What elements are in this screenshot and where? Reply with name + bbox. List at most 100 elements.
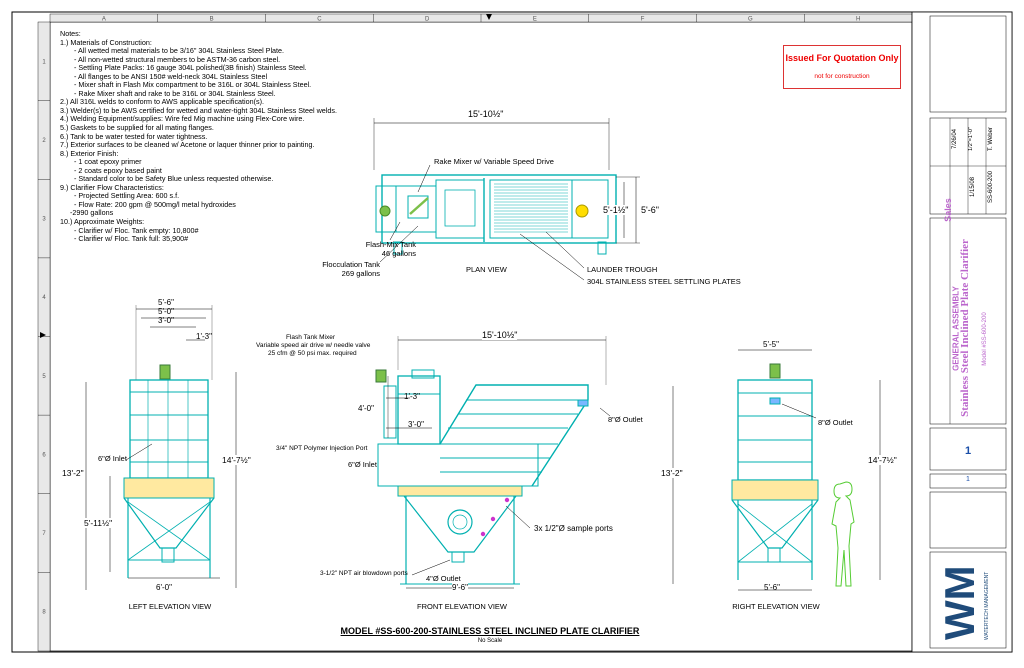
column-label: D bbox=[425, 17, 430, 23]
note-line: 2.) All 316L welds to conform to AWS app… bbox=[60, 97, 265, 107]
note-line: 3.) Welder(s) to be AWS certified for we… bbox=[60, 105, 337, 115]
tb-product: Stainless Steel Inclined Plate Clarifier bbox=[959, 239, 971, 417]
tb-dwg-number: 1 bbox=[964, 445, 972, 457]
note-line: 5.) Gaskets to be supplied for all matin… bbox=[60, 123, 214, 133]
left-view-label: LEFT ELEVATION VIEW bbox=[128, 602, 212, 611]
column-label: H bbox=[856, 17, 860, 23]
note-line: 10.) Approximate Weights: bbox=[60, 217, 145, 227]
tb-rev-date: 1/15/08 bbox=[970, 176, 976, 198]
front-dim-13: 1'-3" bbox=[404, 392, 420, 401]
plan-dim-width-outer: 5'-6" bbox=[641, 205, 659, 215]
front-dim-top: 15'-10½" bbox=[482, 330, 518, 340]
note-line: 7.) Exterior surfaces to be cleaned w/ A… bbox=[60, 140, 315, 150]
front-outlet-bottom-label: 4"Ø Outlet bbox=[426, 574, 461, 583]
mixer-desc-2: 25 cfm @ 50 psi max. required bbox=[268, 350, 357, 357]
front-dim-height: 13'-2" bbox=[661, 468, 683, 478]
left-dim-3: 1'-3" bbox=[196, 332, 212, 341]
sample-ports-label: 3x 1/2"Ø sample ports bbox=[534, 524, 613, 533]
plan-view-label: PLAN VIEW bbox=[466, 265, 507, 274]
settling-plates-label: 304L STAINLESS STEEL SETTLING PLATES bbox=[587, 277, 741, 286]
drawing-scale: No Scale bbox=[477, 638, 503, 644]
row-label: 8 bbox=[42, 610, 46, 616]
front-inlet-label: 6"Ø Inlet bbox=[348, 460, 377, 469]
left-dim-4: 13'-2" bbox=[62, 468, 84, 478]
right-view-label: RIGHT ELEVATION VIEW bbox=[732, 602, 820, 611]
note-line: 6.) Tank to be water tested for water ti… bbox=[60, 131, 208, 141]
column-label: B bbox=[210, 17, 214, 23]
right-outlet-label: 8"Ø Outlet bbox=[818, 418, 853, 427]
note-line: 8.) Exterior Finish: bbox=[60, 148, 119, 158]
row-label: 2 bbox=[42, 138, 46, 144]
note-line: - Settling Plate Packs: 16 gauge 304L po… bbox=[74, 63, 307, 73]
note-line: 1.) Materials of Construction: bbox=[60, 37, 152, 47]
note-line: - 1 coat epoxy primer bbox=[74, 157, 142, 167]
column-label: G bbox=[748, 17, 753, 23]
company-logo-icon: WM bbox=[936, 565, 983, 640]
note-line: - Mixer shaft in Flash Mix compartment t… bbox=[74, 80, 312, 90]
right-dim-height: 14'-7½" bbox=[868, 455, 897, 465]
front-outlet-top-label: 8"Ø Outlet bbox=[608, 415, 643, 424]
plan-dim-length: 15'-10½" bbox=[468, 109, 504, 119]
left-dim-0: 5'-6" bbox=[158, 298, 174, 307]
note-line: - All non-wetted structural members to b… bbox=[74, 54, 281, 64]
left-elevation-view bbox=[85, 305, 237, 590]
left-dim-1: 5'-0" bbox=[158, 307, 174, 316]
right-elevation-view bbox=[731, 349, 881, 591]
notes-block: Notes: 1.) Materials of Construction:- A… bbox=[60, 29, 390, 244]
row-label: 3 bbox=[42, 217, 46, 223]
column-labels: A B C D E F G H bbox=[102, 14, 860, 23]
stamp-subtitle: not for construction bbox=[814, 73, 870, 80]
note-line: - Clarifier w/ Floc. Tank empty: 10,800# bbox=[74, 225, 199, 235]
column-label: E bbox=[533, 17, 537, 23]
row-label: 6 bbox=[42, 452, 46, 458]
note-line: - Flow Rate: 200 gpm @ 500mg/l metal hyd… bbox=[74, 199, 236, 209]
mixer-desc-1: Variable speed air drive w/ needle valve bbox=[256, 342, 371, 349]
tb-scale: 1/2"=1'-0" bbox=[968, 127, 974, 151]
title-block: WM WATERTECH MANAGEMENT bbox=[911, 11, 1013, 653]
note-line: - Projected Settling Area: 600 s.f. bbox=[74, 191, 180, 201]
note-line: - Clarifier w/ Floc. Tank full: 35,900# bbox=[74, 234, 189, 244]
rake-mixer-label: Rake Mixer w/ Variable Speed Drive bbox=[434, 157, 554, 166]
right-dim-bottom: 5'-6" bbox=[764, 583, 780, 592]
front-dim-bottom: 9'-6" bbox=[452, 583, 468, 592]
column-label: F bbox=[641, 17, 645, 23]
note-line: - Rake Mixer shaft and rake to be 316L o… bbox=[74, 88, 276, 98]
svg-text:WATERTECH MANAGEMENT: WATERTECH MANAGEMENT bbox=[984, 572, 990, 640]
tb-sheet: 1 bbox=[966, 476, 970, 483]
front-dim-3: 3'-0" bbox=[408, 420, 424, 429]
front-view-label: FRONT ELEVATION VIEW bbox=[416, 602, 507, 611]
row-label: 4 bbox=[42, 295, 46, 301]
tb-sales: Sales bbox=[943, 198, 953, 222]
left-dim-7: 6'-0" bbox=[156, 583, 172, 592]
stamp-title: Issued For Quotation Only bbox=[785, 53, 899, 63]
tb-model: Model #SS-600-200 bbox=[982, 312, 988, 366]
quotation-stamp: Issued For Quotation Only not for constr… bbox=[783, 45, 901, 89]
tb-date: 7/26/04 bbox=[952, 128, 958, 150]
notes-heading: Notes: bbox=[60, 29, 81, 38]
row-label: 7 bbox=[42, 531, 46, 537]
right-dim-top: 5'-5" bbox=[763, 340, 779, 349]
note-line: - 2 coats epoxy based paint bbox=[74, 165, 162, 175]
tb-dwg-no: SS-600-200 bbox=[988, 170, 994, 204]
note-line: - All wetted metal materials to be 3/16"… bbox=[74, 46, 285, 56]
row-label: 1 bbox=[42, 59, 46, 65]
column-label: A bbox=[102, 17, 106, 23]
front-elevation-view bbox=[375, 336, 674, 589]
left-inlet-label: 6"Ø Inlet bbox=[98, 454, 127, 463]
left-dim-2: 3'-0" bbox=[158, 316, 174, 325]
note-line: - Standard color to be Safety Blue unles… bbox=[74, 174, 274, 184]
note-line: -2990 gallons bbox=[70, 208, 114, 218]
drawing-title: MODEL #SS-600-200-STAINLESS STEEL INCLIN… bbox=[340, 626, 640, 636]
plan-dim-width-inner: 5'-1½" bbox=[603, 205, 629, 215]
launder-trough-label: LAUNDER TROUGH bbox=[587, 265, 658, 274]
flash-mix-tank-label: Flash-Mix Tank 46 gallons bbox=[365, 240, 416, 258]
row-label: 5 bbox=[42, 374, 46, 380]
polymer-port-label: 3/4" NPT Polymer Injection Port bbox=[276, 445, 368, 452]
blowdown-label: 3-1/2" NPT air blowdown ports bbox=[320, 570, 408, 577]
mixer-title: Flash Tank Mixer bbox=[286, 334, 336, 341]
front-dim-4: 4'-0" bbox=[358, 404, 374, 413]
column-label: C bbox=[317, 17, 322, 23]
left-dim-6: 5'-11½" bbox=[84, 518, 113, 528]
